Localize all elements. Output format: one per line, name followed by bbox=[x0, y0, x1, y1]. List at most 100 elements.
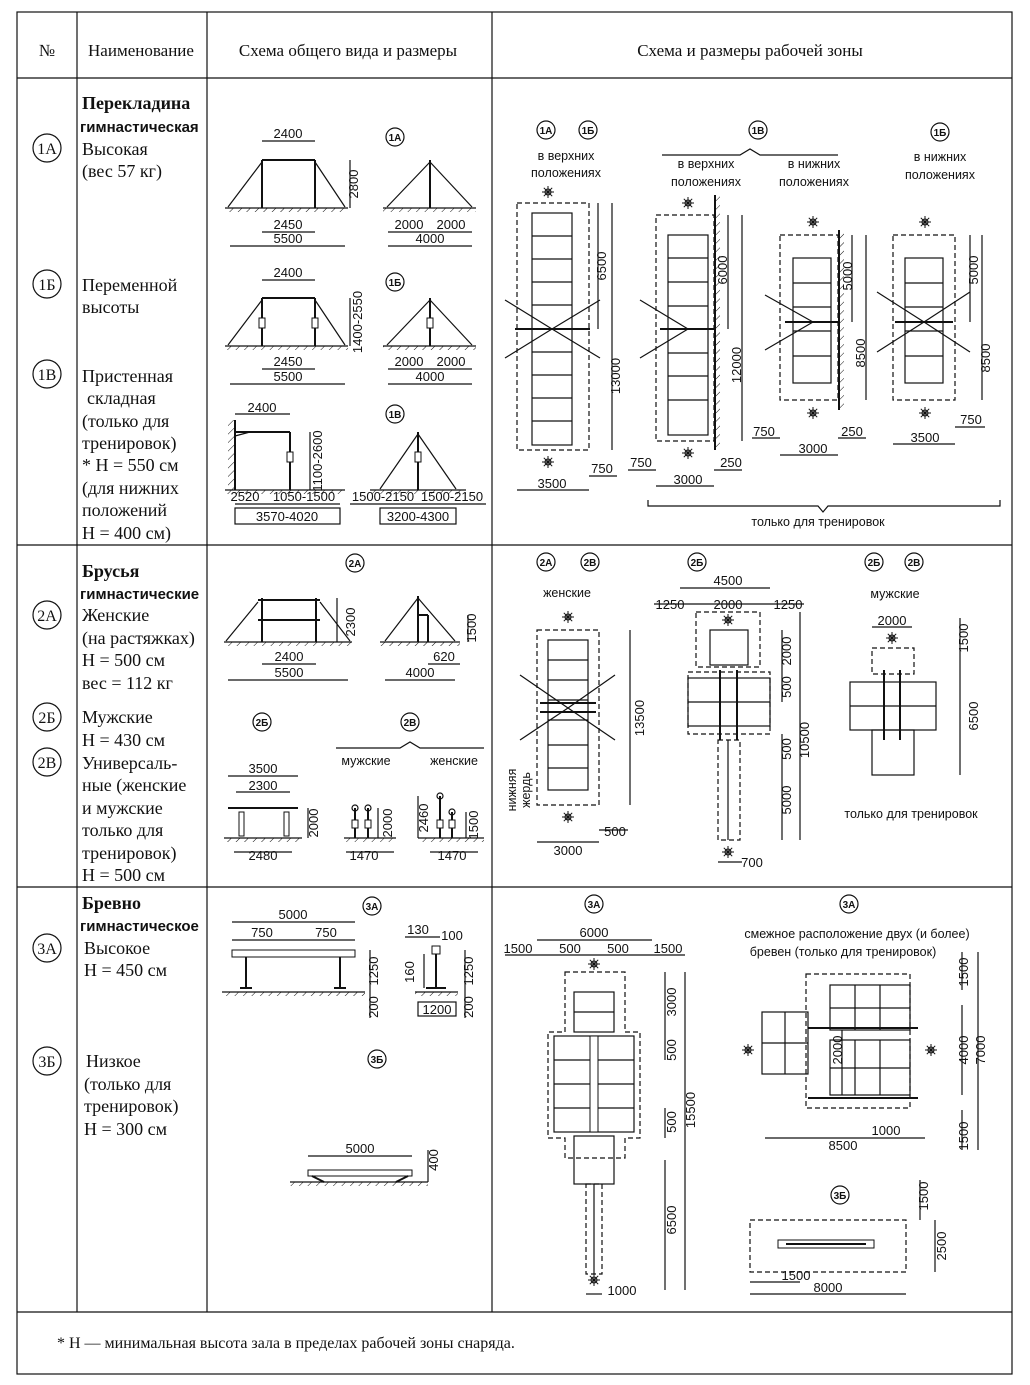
ztag-3a-2: 3А bbox=[839, 894, 859, 914]
par-2a-side: 1500 620 4000 bbox=[380, 596, 479, 681]
beam-3b-1: Низкое bbox=[86, 1051, 141, 1071]
dim: 100 bbox=[441, 928, 463, 943]
bar-1a-line-2: (вес 57 кг) bbox=[82, 161, 162, 182]
bar-1v-line-6: (для нижних bbox=[82, 478, 179, 499]
tag-3b-label: 3Б bbox=[371, 1055, 384, 1066]
dim: 3500 bbox=[538, 476, 567, 491]
par-2v-6: Н = 500 см bbox=[82, 865, 165, 885]
dim: 1500 bbox=[916, 1182, 931, 1211]
dim: 500 bbox=[664, 1039, 679, 1061]
dim: 2520 bbox=[231, 489, 260, 504]
dim: 500 bbox=[607, 941, 629, 956]
dim: 2400 bbox=[274, 265, 303, 280]
ztag-2v-2-label: 2В bbox=[908, 558, 921, 569]
tag-2b-label: 2Б bbox=[256, 718, 269, 729]
par-2v-2: ные (женские bbox=[82, 775, 186, 796]
dim: 500 bbox=[779, 676, 794, 698]
dim: 1500 bbox=[956, 958, 971, 987]
dim: 750 bbox=[630, 455, 652, 470]
tag-1v: 1В bbox=[385, 404, 405, 424]
dim: 2000 bbox=[714, 597, 743, 612]
dim: 1500 bbox=[782, 1268, 811, 1283]
par-2a-2: (на растяжках) bbox=[82, 628, 195, 649]
dim: 3200-4300 bbox=[387, 509, 449, 524]
par-2v-1: Универсаль- bbox=[82, 753, 177, 773]
zone-beam-low: 1500 2500 1500 8000 bbox=[749, 1180, 949, 1295]
dim: 2800 bbox=[346, 170, 361, 199]
ztag-2b: 2Б bbox=[687, 552, 707, 572]
ztag-2v-label: 2В bbox=[584, 558, 597, 569]
dim: 10500 bbox=[797, 722, 812, 758]
header-zone: Схема и размеры рабочей зоны bbox=[637, 41, 863, 60]
dim: 2500 bbox=[934, 1232, 949, 1261]
dim: 7000 bbox=[973, 1036, 988, 1065]
par-2a-4: вес = 112 кг bbox=[82, 673, 173, 693]
dim: 1250 bbox=[774, 597, 803, 612]
par-2v-men: 2000 1470 bbox=[344, 804, 396, 863]
adj-caption-2: бревен (только для тренировок) bbox=[750, 945, 937, 959]
dim: 2300 bbox=[343, 608, 358, 637]
dim: 3000 bbox=[664, 988, 679, 1017]
dim: 4000 bbox=[406, 665, 435, 680]
dim: 750 bbox=[251, 925, 273, 940]
dim: 400 bbox=[426, 1149, 441, 1171]
cap-upper2-2: положениях bbox=[671, 175, 742, 189]
dim: 1500 bbox=[654, 941, 683, 956]
parallel-general-view: 2А 2300 2400 5500 1500 bbox=[224, 553, 484, 863]
bar-1v-line-7: положений bbox=[82, 500, 167, 520]
dim: 6000 bbox=[580, 925, 609, 940]
beam-3b-2: (только для bbox=[84, 1074, 171, 1095]
dim: 4500 bbox=[714, 573, 743, 588]
zone-men-label: мужские bbox=[870, 587, 919, 601]
dim: 1100-2600 bbox=[310, 430, 325, 491]
dim: 5000 bbox=[346, 1141, 375, 1156]
beam-3a-2: Н = 450 см bbox=[84, 960, 167, 980]
dim: 1500 bbox=[464, 614, 479, 643]
dim: 8500 bbox=[853, 339, 868, 368]
code-circle-2a: 2А bbox=[32, 600, 62, 630]
lower-bar-2: жердь bbox=[519, 772, 533, 808]
tag-2v-label: 2В bbox=[404, 718, 417, 729]
code-3a: 3А bbox=[37, 941, 57, 958]
dim: 12000 bbox=[729, 347, 744, 383]
bar-1v-side: 1500-2150 1500-2150 3200-4300 bbox=[350, 432, 486, 525]
dim: 4000 bbox=[956, 1036, 971, 1065]
dim: 750 bbox=[960, 412, 982, 427]
dim: 2400 bbox=[248, 400, 277, 415]
zone-bar-var-lower: 5000 8500 3500 750 bbox=[876, 215, 993, 445]
dim: 1050-1500 bbox=[273, 489, 335, 504]
dim: 5000 bbox=[840, 262, 855, 291]
bar-1a-side: 2000 2000 4000 bbox=[383, 160, 476, 247]
tag-3b: 3Б bbox=[367, 1049, 387, 1069]
dim: 5000 bbox=[966, 256, 981, 285]
dim: 1500 bbox=[504, 941, 533, 956]
beam-3b-3: тренировок) bbox=[84, 1096, 178, 1117]
ztag-1v-label: 1В bbox=[752, 126, 765, 137]
ztag-3b-label: 3Б bbox=[834, 1191, 847, 1202]
beam-3b-4: Н = 300 см bbox=[84, 1119, 167, 1139]
par-training-note: только для тренировок bbox=[844, 807, 978, 821]
bar-1v-front: 2400 1100-2600 2520 1050-1500 3570-4020 bbox=[225, 400, 345, 525]
tag-2v: 2В bbox=[400, 712, 420, 732]
parallel-work-zone: 2А 2В 2Б 2Б 2В женские мужские bbox=[505, 552, 981, 870]
dim: 8000 bbox=[814, 1280, 843, 1295]
row-bar-names: 1А 1Б 1В Перекладина гимнастическая Высо… bbox=[32, 93, 199, 544]
dim: 1500 bbox=[466, 811, 481, 840]
dim: 1200 bbox=[423, 1002, 452, 1017]
tag-1a-label: 1А bbox=[389, 133, 402, 144]
dim: 700 bbox=[741, 855, 763, 870]
dim: 1500 bbox=[956, 624, 971, 653]
dim: 500 bbox=[604, 824, 626, 839]
ztag-1b-label: 1Б bbox=[582, 126, 595, 137]
tag-2a: 2А bbox=[345, 553, 365, 573]
dim: 5000 bbox=[779, 786, 794, 815]
dim: 1250 bbox=[656, 597, 685, 612]
ztag-2b-2: 2Б bbox=[864, 552, 884, 572]
dim: 6000 bbox=[715, 256, 730, 285]
dim: 200 bbox=[366, 996, 381, 1018]
code-1v: 1В bbox=[38, 367, 57, 384]
zone-bar-wall-upper: 6000 12000 3000 750 250 bbox=[628, 195, 744, 487]
dim: 1400-2550 bbox=[350, 291, 365, 353]
dim: 500 bbox=[779, 738, 794, 760]
tag-1a: 1А bbox=[385, 127, 405, 147]
